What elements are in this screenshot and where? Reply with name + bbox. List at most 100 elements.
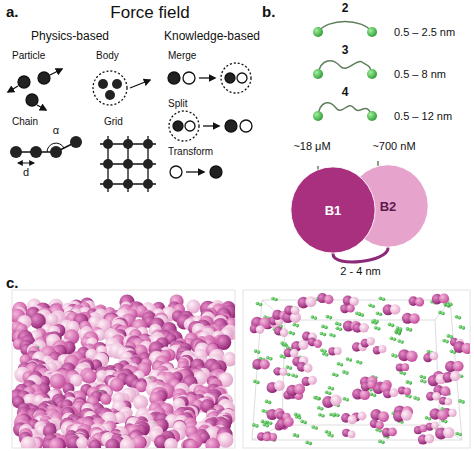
protein-particle [294,384,305,395]
protein-particle [348,415,357,424]
ligand-particle [416,397,420,401]
ligand-particle [323,333,327,337]
particle-symbol [8,69,62,110]
ligand-particle [462,326,466,330]
category-heading: Physics-based [31,30,109,44]
protein-particle [260,359,270,369]
protein-particle [284,417,294,427]
length-range: 0.5 – 12 nm [394,110,452,123]
ligand-particle [256,381,260,385]
box-edges [252,300,462,440]
ligand-particle [371,304,375,308]
protein-particle [388,428,397,437]
protein-particle [378,411,389,422]
ligand-particle [379,313,383,317]
ligand-particle [377,327,381,331]
ligand-particle [445,340,449,344]
protein-particle [303,364,312,373]
ligand-particle [394,354,398,358]
ligand-particle [339,327,343,331]
protein-particle [430,352,439,361]
protein-particle [305,296,316,307]
body-symbol [93,71,150,105]
ligand-particle [441,312,445,316]
ligand-particle [402,372,406,376]
ligand-particle [409,328,413,332]
ligand-particle [381,440,385,444]
protein-particle [367,380,376,389]
ligand-particle [303,421,307,425]
ligand-particle [382,297,386,301]
render-frame [12,290,235,448]
ligand-particle [336,413,340,417]
render-frame [243,290,470,448]
protein-particle [390,304,400,314]
ligand-particle [373,394,377,398]
ligand-particle [408,395,412,399]
protein-particle [378,345,386,353]
protein-particle [443,427,454,438]
ligand-particle [361,313,365,317]
protein-particle [100,393,111,404]
protein-particle [440,386,450,396]
protein-particle [274,380,285,391]
ligand-particle [340,363,344,367]
ligand-particle [446,303,450,307]
ligand-particle [314,426,318,430]
split-symbol [169,111,252,141]
protein-domain: B1 [290,166,376,254]
protein-particle [291,306,300,315]
item-label: Transform [168,146,213,158]
ligand-particle [399,327,403,331]
protein-particle [439,293,449,303]
ligand-particle [274,298,278,302]
ligand-particle [325,353,329,357]
protein-particle [431,422,439,430]
category-heading: Knowledge-based [164,30,260,44]
protein-particle [21,436,36,448]
protein-particle [401,363,409,371]
angle-symbol: α [53,124,59,137]
ligand-particle [255,424,259,428]
protein-particle [376,421,384,429]
protein-particle [409,313,419,323]
ligand-particle [393,337,397,341]
ligand-particle [324,326,328,330]
protein-particle [346,304,354,312]
ligand-particle [308,442,312,446]
ligand-particle [328,391,332,395]
item-label: Split [168,98,187,110]
protein-particle [256,325,264,333]
ligand-particle [458,316,462,320]
item-label: Merge [168,50,196,62]
protein-particle [445,398,453,406]
ligand-particle [257,350,261,354]
domain-shape [348,165,428,247]
protein-particle [205,438,220,448]
protein-particle [334,347,342,355]
protein-particle [280,329,288,337]
protein-particle [89,439,102,448]
ligand-particle [375,320,379,324]
ligand-particle [359,361,363,365]
compound-number: 2 [342,2,349,16]
item-label: Chain [12,116,38,128]
protein-particle [367,337,375,345]
ligand-particle [444,420,448,424]
length-range: 0.5 – 8 nm [394,68,446,81]
ligand-particle [345,371,349,375]
distance-symbol: d [23,166,29,179]
ligand-particle [331,387,335,391]
protein-particle [76,437,89,448]
compound-number: 4 [342,86,349,100]
sparse-render [250,293,470,445]
ligand-particle [458,433,462,437]
panel-letter: b. [262,3,275,20]
ligand-particle [460,374,464,378]
protein-particle [432,392,440,400]
ligand-particle [283,342,287,346]
ligand-particle [296,434,300,438]
ligand-particle [338,323,342,327]
protein-particle [453,361,464,372]
ligand-particle [316,397,320,401]
